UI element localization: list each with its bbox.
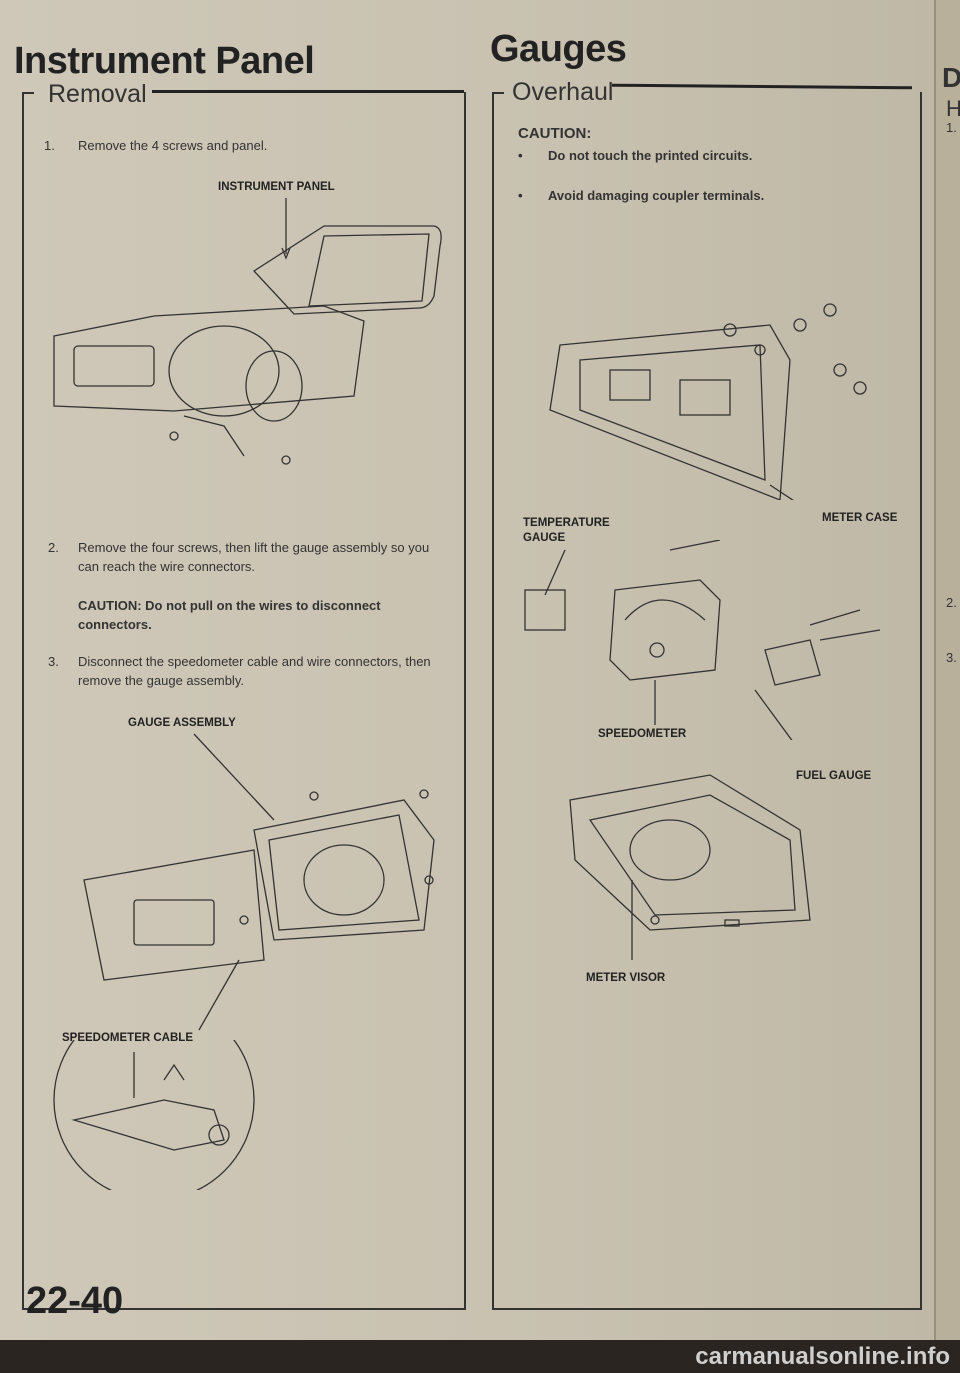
label-speedometer: SPEEDOMETER [598,728,687,740]
page-title-gauges: Gauges [490,28,627,70]
adjacent-num: 2. [946,595,957,610]
gauges-exploded-diagram [524,540,881,740]
watermark: carmanualsonline.info [695,1343,950,1370]
gauge-assembly-diagram [83,733,435,1031]
label-instrument-panel: INSTRUMENT PANEL [218,181,335,193]
speedometer-cable-detail [53,1040,255,1190]
section-overhaul: Overhaul [512,78,614,106]
page-number: 22-40 [26,1280,124,1322]
caution-wires: CAUTION: Do not pull on the wires to dis… [78,598,381,632]
step-2-number: 2. [48,540,59,555]
step-1-number: 1. [44,138,55,153]
adjacent-sub: H [946,96,960,121]
page-title-instrument-panel: Instrument Panel [14,40,315,82]
step-2-text: Remove the four screws, then lift the ga… [78,540,430,574]
adjacent-num: 1. [946,120,957,135]
step-3-text: Disconnect the speedometer cable and wir… [78,654,431,688]
caution-bullet: • [518,148,523,163]
caution-bullet: • [518,188,523,203]
label-fuel-gauge: FUEL GAUGE [796,770,872,782]
label-meter-visor: METER VISOR [586,972,666,984]
caution-heading: CAUTION: [518,125,592,142]
manual-page [0,0,940,1340]
adjacent-num: 3. [946,650,957,665]
section-removal: Removal [48,80,147,108]
removal-box [22,92,466,1310]
caution-item: Avoid damaging coupler terminals. [548,188,765,203]
adjacent-page-edge [934,0,960,1340]
overhaul-box [492,92,922,1310]
step-3-number: 3. [48,654,59,669]
label-speedometer-cable: SPEEDOMETER CABLE [62,1032,193,1044]
scan-bottom-edge [0,1340,960,1373]
label-temperature-gauge: TEMPERATURE GAUGE [523,517,610,544]
adjacent-title: Da [942,62,960,93]
step-1-text: Remove the 4 screws and panel. [78,138,268,153]
instrument-panel-diagram [53,198,442,465]
label-meter-case: METER CASE [822,512,898,524]
meter-visor-diagram [569,774,811,960]
meter-case-diagram [549,303,867,500]
caution-item: Do not touch the printed circuits. [548,148,753,163]
label-gauge-assembly: GAUGE ASSEMBLY [128,717,236,729]
